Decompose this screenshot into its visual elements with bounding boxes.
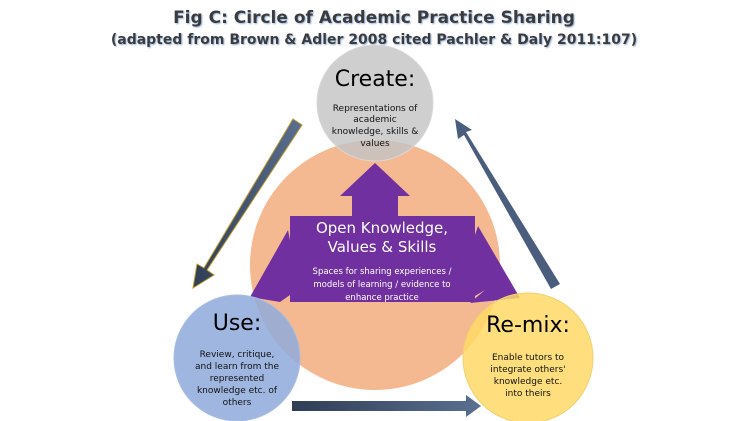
remix-node: Re-mix: Enable tutors to integrate other… (462, 292, 594, 421)
use-text-line: others (223, 398, 252, 408)
arrow-remix-to-create (455, 119, 560, 289)
create-text-line: Representations of (333, 104, 418, 114)
create-text-line: academic (353, 115, 396, 125)
center-heading-line: Open Knowledge, (316, 219, 448, 237)
arrow-use-to-remix (292, 395, 481, 417)
remix-heading: Re-mix: (486, 313, 570, 338)
use-text-line: knowledge etc. of (197, 386, 278, 396)
create-heading: Create: (335, 67, 416, 92)
remix-text-line: Enable tutors to (492, 353, 565, 363)
open-knowledge-shape: Open Knowledge, Values & Skills Spaces f… (250, 163, 520, 303)
use-text-line: Review, critique, (200, 350, 275, 360)
remix-text-line: into theirs (505, 389, 551, 399)
use-node: Use: Review, critique, and learn from th… (173, 294, 301, 421)
use-text-line: and learn from the (195, 362, 279, 372)
arrow-create-to-use (192, 118, 303, 290)
create-node: Create: Representations of academic know… (316, 44, 434, 162)
center-heading-line: Values & Skills (328, 238, 437, 256)
figure-subtitle: (adapted from Brown & Adler 2008 cited P… (111, 32, 637, 48)
use-heading: Use: (213, 311, 262, 336)
center-text-line: models of learning / evidence to (313, 280, 450, 290)
remix-text-line: integrate others' (490, 365, 565, 375)
figure-title: Fig C: Circle of Academic Practice Shari… (173, 8, 575, 28)
remix-text-line: knowledge etc. (494, 377, 563, 387)
use-text-line: represented (210, 374, 265, 384)
create-text-line: knowledge, skills & (332, 127, 418, 137)
create-text-line: values (360, 139, 390, 149)
center-text-line: Spaces for sharing experiences / (313, 267, 452, 277)
center-text-line: enhance practice (345, 293, 419, 303)
